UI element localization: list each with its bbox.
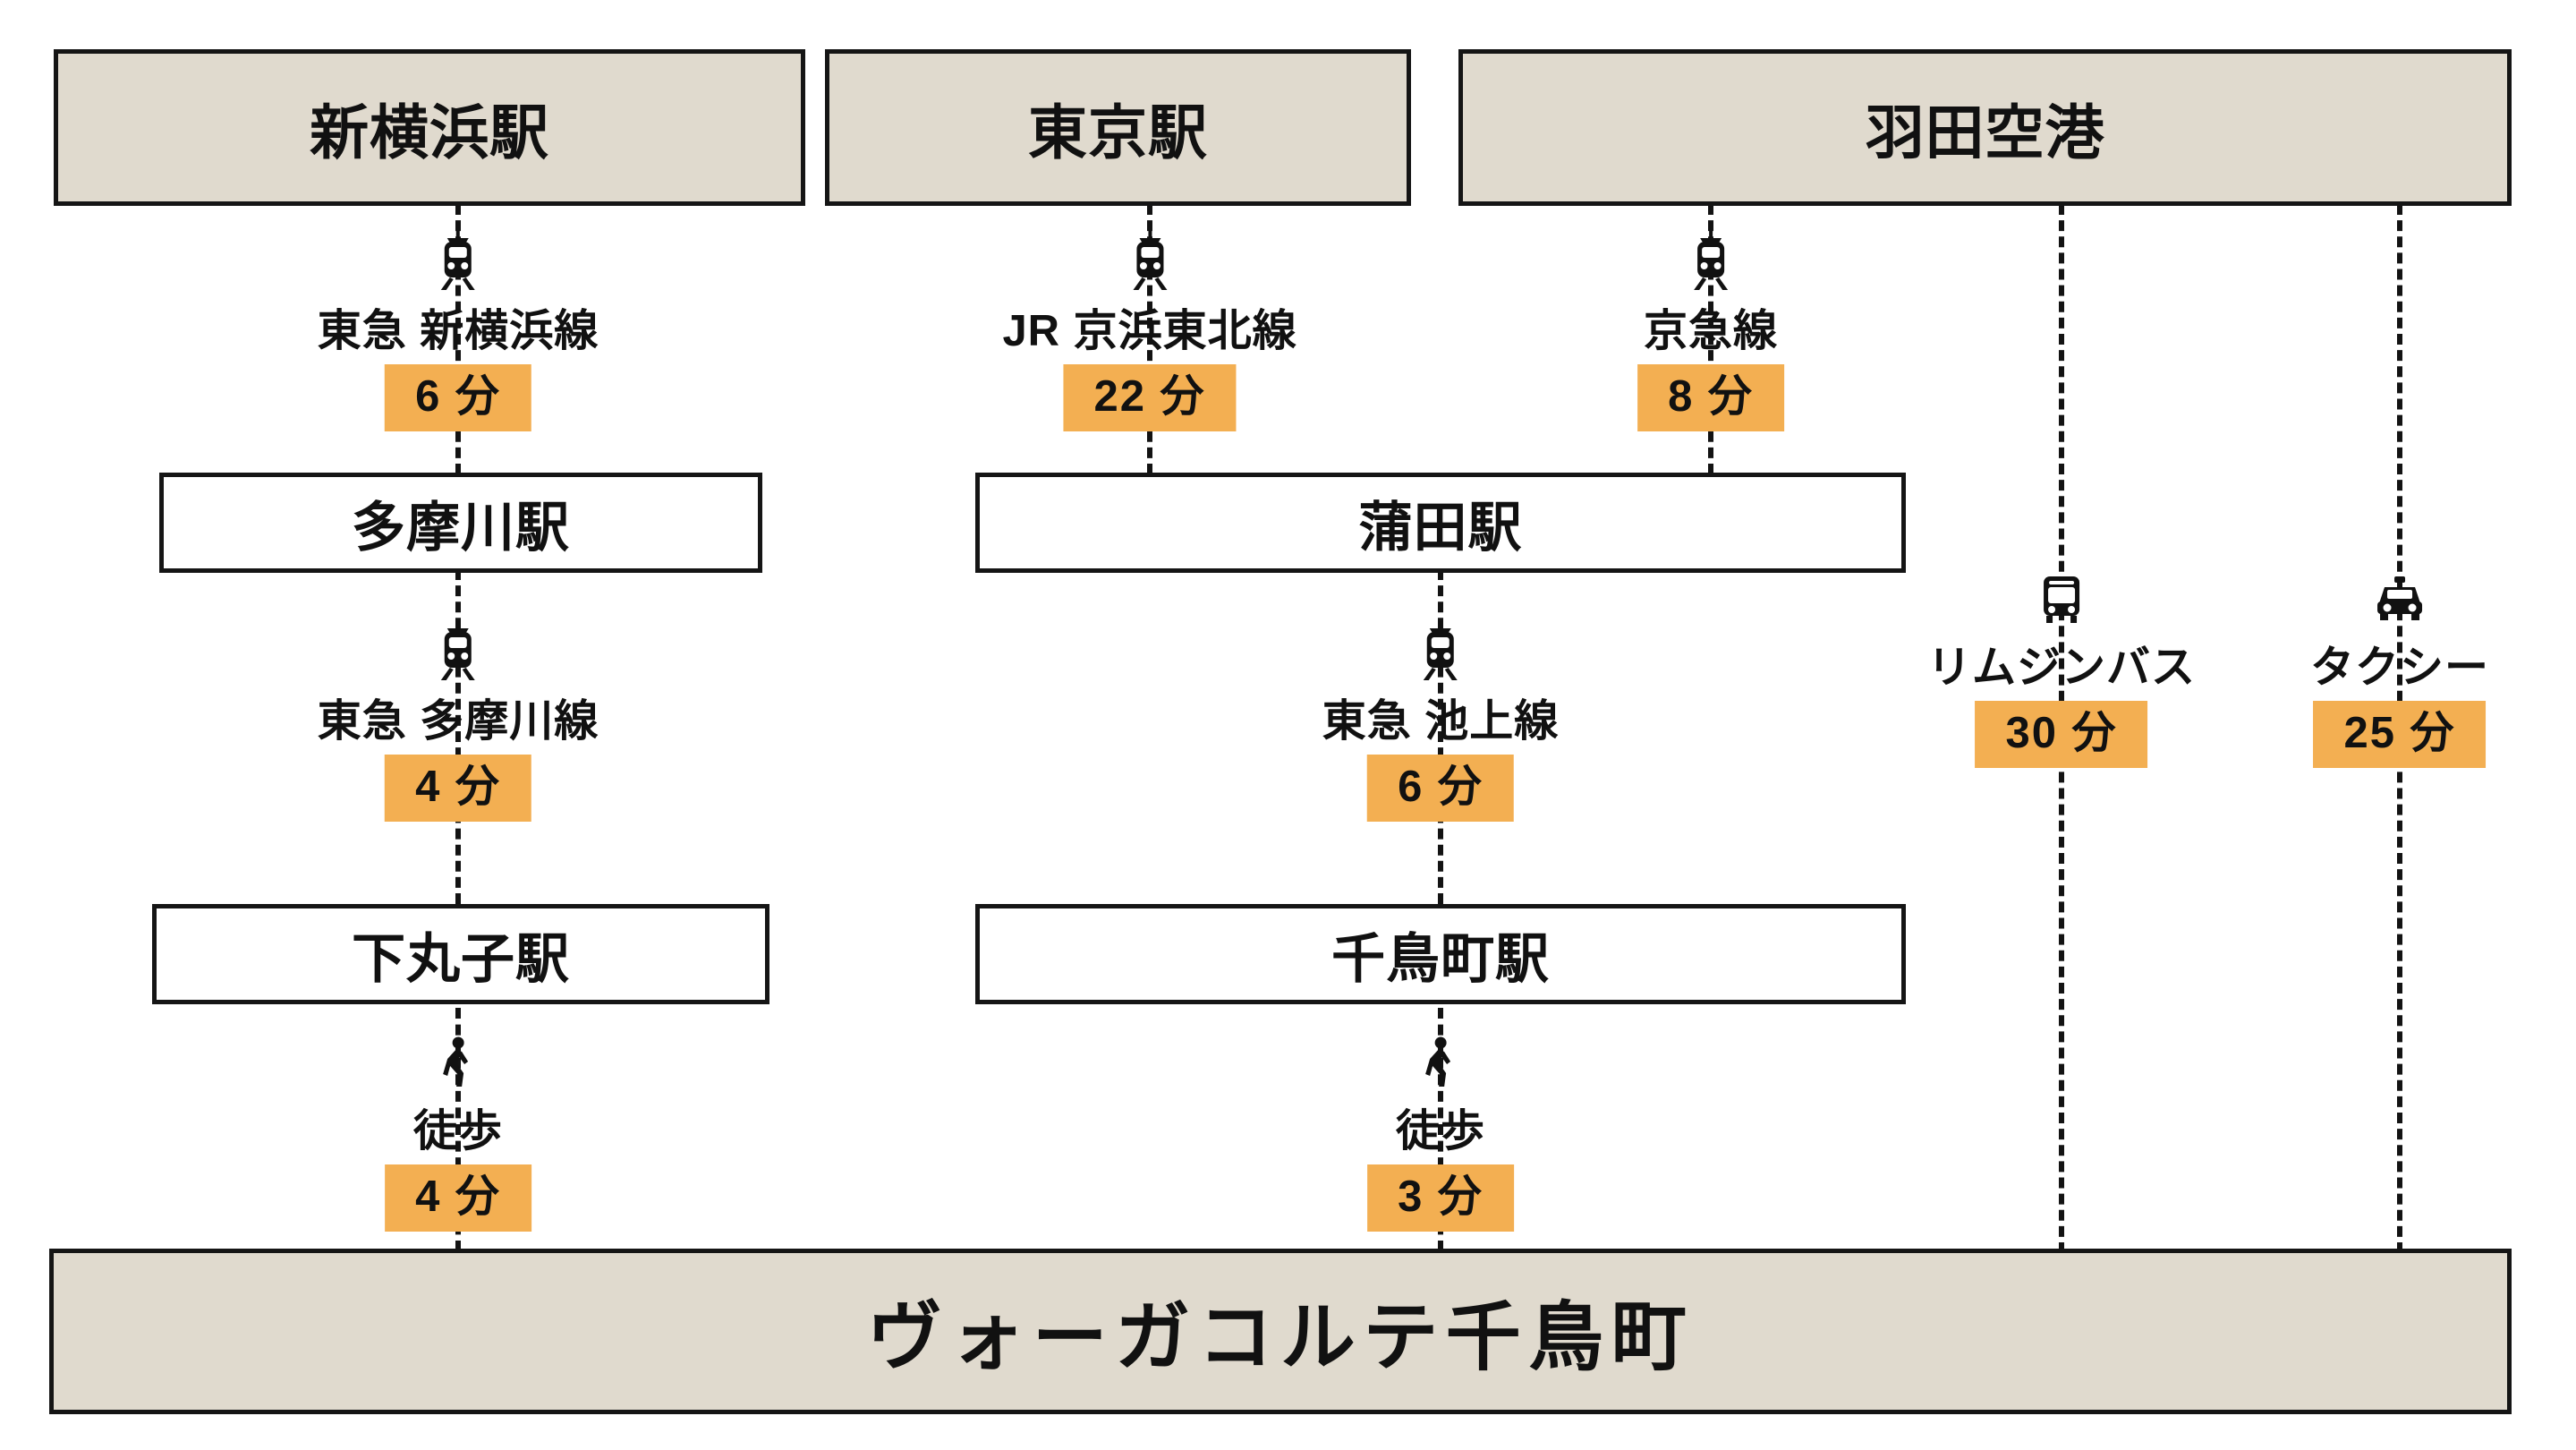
segment-duration-badge: 8 分	[1637, 364, 1784, 431]
train-icon	[1688, 231, 1734, 290]
train-icon	[435, 621, 481, 680]
segment-duration-badge: 3 分	[1367, 1164, 1514, 1232]
connector-shimomaruko-to-destination	[455, 1008, 461, 1251]
bus-icon	[2035, 573, 2088, 627]
origin-box-tokyo[interactable]: 東京駅	[825, 49, 1411, 206]
segment-toq-shinyokohama: 東急 新横浜線 6 分	[318, 231, 599, 431]
connector-haneda-to-kamata	[1708, 204, 1713, 474]
segment-duration-badge: 30 分	[1975, 701, 2148, 768]
station-box-tamagawa[interactable]: 多摩川駅	[159, 473, 762, 573]
taxi-icon	[2372, 573, 2427, 627]
origin-label-tokyo: 東京駅	[1028, 98, 1208, 166]
origin-box-haneda[interactable]: 羽田空港	[1458, 49, 2512, 206]
segment-toq-ikegami: 東急 池上線 6 分	[1322, 621, 1560, 822]
segment-mode-label: 京急線	[1644, 307, 1778, 355]
segment-mode-label: 東急 新横浜線	[317, 307, 599, 355]
segment-mode-label: 東急 池上線	[1322, 697, 1560, 746]
segment-mode-label: タクシー	[2310, 644, 2489, 692]
segment-duration-badge: 6 分	[1367, 755, 1514, 822]
station-label-shimomaruko: 下丸子駅	[352, 928, 570, 989]
origin-label-haneda: 羽田空港	[1865, 98, 2105, 166]
segment-mode-label: 徒歩	[413, 1107, 503, 1156]
segment-walk-shimomaruko: 徒歩 4 分	[385, 1036, 531, 1232]
station-label-kamata: 蒲田駅	[1358, 497, 1523, 558]
connector-tokyo-to-kamata	[1147, 204, 1152, 474]
destination-box[interactable]: ヴォーガコルテ千鳥町	[49, 1249, 2512, 1414]
segment-duration-badge: 4 分	[385, 755, 531, 822]
segment-jr-keihin-tohoku: JR 京浜東北線 22 分	[1002, 231, 1297, 431]
train-icon	[435, 231, 481, 290]
segment-duration-badge: 4 分	[385, 1164, 531, 1232]
walk-icon	[440, 1036, 476, 1090]
segment-limousine-bus: リムジンバス 30 分	[1927, 573, 2196, 768]
segment-mode-label: 東急 多摩川線	[317, 697, 599, 746]
station-box-chidoricho[interactable]: 千鳥町駅	[975, 904, 1906, 1004]
station-box-kamata[interactable]: 蒲田駅	[975, 473, 1906, 573]
segment-mode-label: JR 京浜東北線	[1002, 307, 1297, 355]
segment-duration-badge: 22 分	[1063, 364, 1237, 431]
segment-duration-badge: 25 分	[2313, 701, 2487, 768]
origin-box-shin-yokohama[interactable]: 新横浜駅	[54, 49, 805, 206]
segment-toq-tamagawa: 東急 多摩川線 4 分	[318, 621, 599, 822]
connector-kamata-to-chidoricho	[1438, 569, 1443, 904]
station-box-shimomaruko[interactable]: 下丸子駅	[152, 904, 769, 1004]
segment-keikyu: 京急線 8 分	[1637, 231, 1784, 431]
connector-tamagawa-to-shimomaruko	[455, 569, 461, 904]
segment-mode-label: リムジンバス	[1927, 644, 2196, 692]
station-label-chidoricho: 千鳥町駅	[1331, 928, 1550, 989]
segment-duration-badge: 6 分	[385, 364, 531, 431]
segment-walk-chidoricho: 徒歩 3 分	[1367, 1036, 1514, 1232]
walk-icon	[1423, 1036, 1458, 1090]
connector-chidoricho-to-destination	[1438, 1008, 1443, 1251]
train-icon	[1126, 231, 1173, 290]
destination-label: ヴォーガコルテ千鳥町	[866, 1295, 1694, 1379]
origin-label-shin-yokohama: 新横浜駅	[310, 98, 549, 166]
segment-mode-label: 徒歩	[1396, 1107, 1485, 1156]
segment-taxi: タクシー 25 分	[2310, 573, 2489, 768]
train-icon	[1417, 621, 1464, 680]
connector-shin-yokohama-to-tamagawa	[455, 204, 461, 474]
station-label-tamagawa: 多摩川駅	[352, 497, 570, 558]
